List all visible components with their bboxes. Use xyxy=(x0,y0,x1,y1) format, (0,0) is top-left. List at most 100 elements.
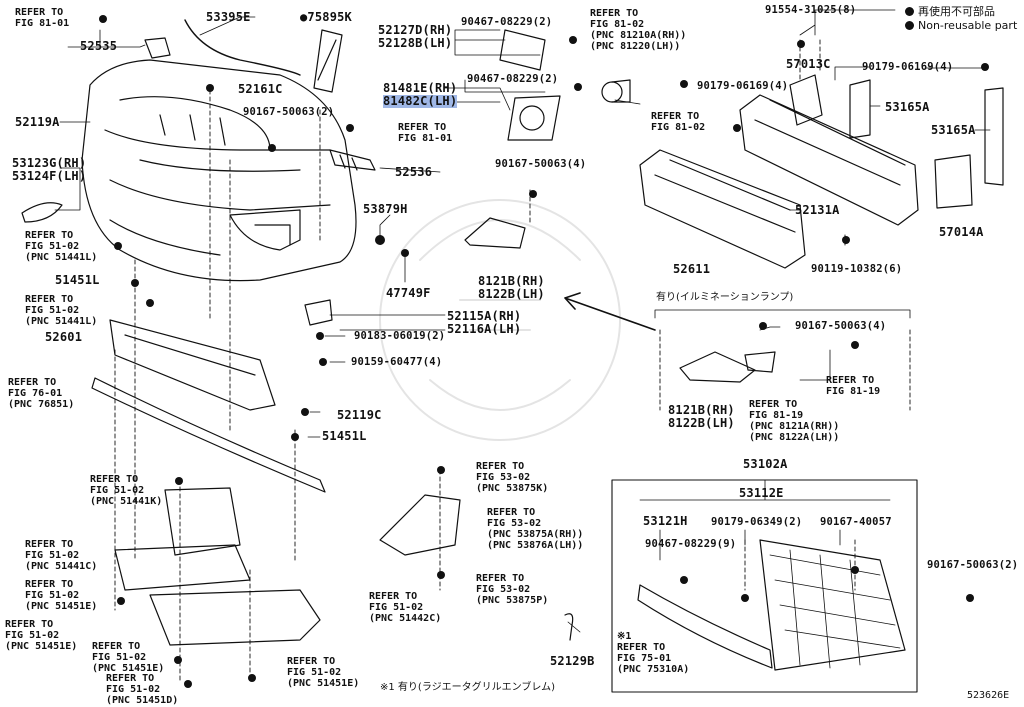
part-label[interactable]: 52601 xyxy=(45,330,83,344)
refer-note[interactable]: REFER TO FIG 53-02 (PNC 53875P) xyxy=(476,573,549,606)
legend-text-ja: 再使用不可部品 xyxy=(918,5,995,18)
part-label[interactable]: 53165A xyxy=(885,100,930,114)
part-label[interactable]: 52119C xyxy=(337,408,382,422)
mudguard xyxy=(379,494,461,556)
part-label[interactable]: 52536 xyxy=(395,165,433,179)
part-label[interactable]: 90167-40057 xyxy=(820,516,892,528)
part-label[interactable]: 53102A xyxy=(743,457,788,471)
part-label[interactable]: 8121B(RH) xyxy=(668,403,735,417)
part-label[interactable]: 90167-50063(4) xyxy=(795,320,887,332)
part-label[interactable]: 52127D(RH) xyxy=(378,23,453,37)
bumper-cover xyxy=(81,59,357,282)
legend-dot-icon xyxy=(905,7,914,16)
part-label[interactable]: 53123G(RH) xyxy=(12,156,87,170)
part-label[interactable]: 52129B xyxy=(550,654,595,668)
part-label[interactable]: 47749F xyxy=(386,286,431,300)
part-label-highlighted[interactable]: 81482C(LH) xyxy=(383,94,458,108)
bracket-53165a-1 xyxy=(849,79,871,139)
refer-note[interactable]: REFER TO FIG 81-02 (PNC 81210A(RH)) (PNC… xyxy=(590,8,687,52)
part-label[interactable]: 90467-08229(2) xyxy=(467,73,559,85)
bezel-ring xyxy=(519,105,545,131)
part-label[interactable]: 51451L xyxy=(322,429,367,443)
refer-note[interactable]: REFER TO FIG 51-02 (PNC 51441C) xyxy=(25,539,98,572)
part-label[interactable]: 90167-50063(2) xyxy=(927,559,1019,571)
watermark-crest xyxy=(379,199,621,441)
part-label[interactable]: 90179-06169(4) xyxy=(697,80,789,92)
part-label[interactable]: 91554-31025(8) xyxy=(765,4,857,16)
part-label[interactable]: 81481E(RH) xyxy=(383,81,458,95)
bracket-53165a-2 xyxy=(984,87,1004,186)
bracket-52115a xyxy=(304,299,333,326)
dashed-leaders xyxy=(114,39,911,681)
part-label[interactable]: 52116A(LH) xyxy=(447,322,522,336)
refer-note[interactable]: REFER TO FIG 81-01 xyxy=(398,122,453,144)
refer-note[interactable]: REFER TO FIG 81-19 (PNC 8121A(RH)) (PNC … xyxy=(749,399,840,443)
illumination-section-header: 有り(イルミネーションランプ) xyxy=(656,292,794,303)
part-label[interactable]: 90467-08229(9) xyxy=(645,538,737,550)
fastener-glyphs xyxy=(99,15,989,688)
undercover-lower xyxy=(149,589,321,646)
refer-note[interactable]: REFER TO FIG 51-02 (PNC 51442C) xyxy=(369,591,442,624)
part-label[interactable]: 8121B(RH) xyxy=(478,274,545,288)
part-label[interactable]: 90167-50063(2) xyxy=(243,106,335,118)
diagram-id: 523626E xyxy=(967,690,1010,701)
absorber-52611 xyxy=(639,149,806,269)
refer-note[interactable]: REFER TO FIG 51-02 (PNC 51451E) xyxy=(5,619,78,652)
refer-note[interactable]: REFER TO FIG 51-02 (PNC 51451D) xyxy=(106,673,179,706)
part-75895k xyxy=(313,29,343,93)
refer-note[interactable]: REFER TO FIG 51-02 (PNC 51451E) xyxy=(25,579,98,612)
part-label[interactable]: 90179-06169(4) xyxy=(862,61,954,73)
legend-text-en: Non-reusable part xyxy=(918,19,1018,32)
refer-note[interactable]: REFER TO FIG 51-02 (PNC 51441L) xyxy=(25,294,98,327)
reinforcement-52131a xyxy=(739,94,919,226)
refer-note[interactable]: REFER TO FIG 81-19 xyxy=(826,375,881,397)
part-label[interactable]: 52115A(RH) xyxy=(447,309,522,323)
refer-note[interactable]: ※1 REFER TO FIG 75-01 (PNC 75310A) xyxy=(617,631,690,675)
refer-note[interactable]: REFER TO FIG 51-02 (PNC 51441K) xyxy=(90,474,163,507)
footnote: ※1 有り(ラジエータグリルエンブレム) xyxy=(380,682,556,693)
reference-arrow xyxy=(564,292,656,331)
refer-note[interactable]: REFER TO FIG 51-02 (PNC 51451E) xyxy=(92,641,165,674)
part-label[interactable]: 51451L xyxy=(55,273,100,287)
bracket-57013c xyxy=(789,74,823,126)
refer-note[interactable]: REFER TO FIG 76-01 (PNC 76851) xyxy=(8,377,75,410)
grille-53112e xyxy=(759,539,906,671)
part-label[interactable]: 53879H xyxy=(363,202,408,216)
part-label[interactable]: 57013C xyxy=(786,57,831,71)
refer-note[interactable]: REFER TO FIG 81-02 xyxy=(651,111,706,133)
part-label[interactable]: 8122B(LH) xyxy=(668,416,735,430)
part-label[interactable]: 90167-50063(4) xyxy=(495,158,587,170)
part-label[interactable]: 52611 xyxy=(673,262,711,276)
refer-note[interactable]: REFER TO FIG 81-01 xyxy=(15,7,70,29)
part-label[interactable]: 90183-06019(2) xyxy=(354,330,446,342)
part-label[interactable]: 52131A xyxy=(795,203,840,217)
part-label[interactable]: ●75895K xyxy=(300,10,352,24)
part-label[interactable]: 52128B(LH) xyxy=(378,36,453,50)
part-label[interactable]: 8122B(LH) xyxy=(478,287,545,301)
part-label[interactable]: 52119A xyxy=(15,115,60,129)
refer-note[interactable]: REFER TO FIG 53-02 (PNC 53875K) xyxy=(476,461,549,494)
part-label[interactable]: 52161C xyxy=(238,82,283,96)
part-label[interactable]: 53121H xyxy=(643,514,688,528)
part-label[interactable]: 90159-60477(4) xyxy=(351,356,443,368)
part-label[interactable]: 53112E xyxy=(739,486,784,500)
part-label[interactable]: 53395E xyxy=(206,10,251,24)
refer-note[interactable]: REFER TO FIG 51-02 (PNC 51441L) xyxy=(25,230,98,263)
lamp-assembly-illum xyxy=(679,351,776,383)
cap-52127d xyxy=(499,29,546,71)
part-label[interactable]: 90119-10382(6) xyxy=(811,263,903,275)
refer-note[interactable]: REFER TO FIG 51-02 (PNC 51451E) xyxy=(287,656,360,689)
part-label[interactable]: 53165A xyxy=(931,123,976,137)
grille-molding xyxy=(637,584,773,669)
part-label[interactable]: 52535 xyxy=(80,39,118,53)
part-label[interactable]: 53124F(LH) xyxy=(12,169,87,183)
absorber-52601 xyxy=(109,319,276,411)
part-label[interactable]: 90179-06349(2) xyxy=(711,516,803,528)
part-label[interactable]: 57014A xyxy=(939,225,984,239)
clip-52129b xyxy=(564,613,574,641)
part-label[interactable]: 90467-08229(2) xyxy=(461,16,553,28)
leader-lines xyxy=(54,9,991,633)
refer-note[interactable]: REFER TO FIG 53-02 (PNC 53875A(RH)) (PNC… xyxy=(487,507,584,551)
